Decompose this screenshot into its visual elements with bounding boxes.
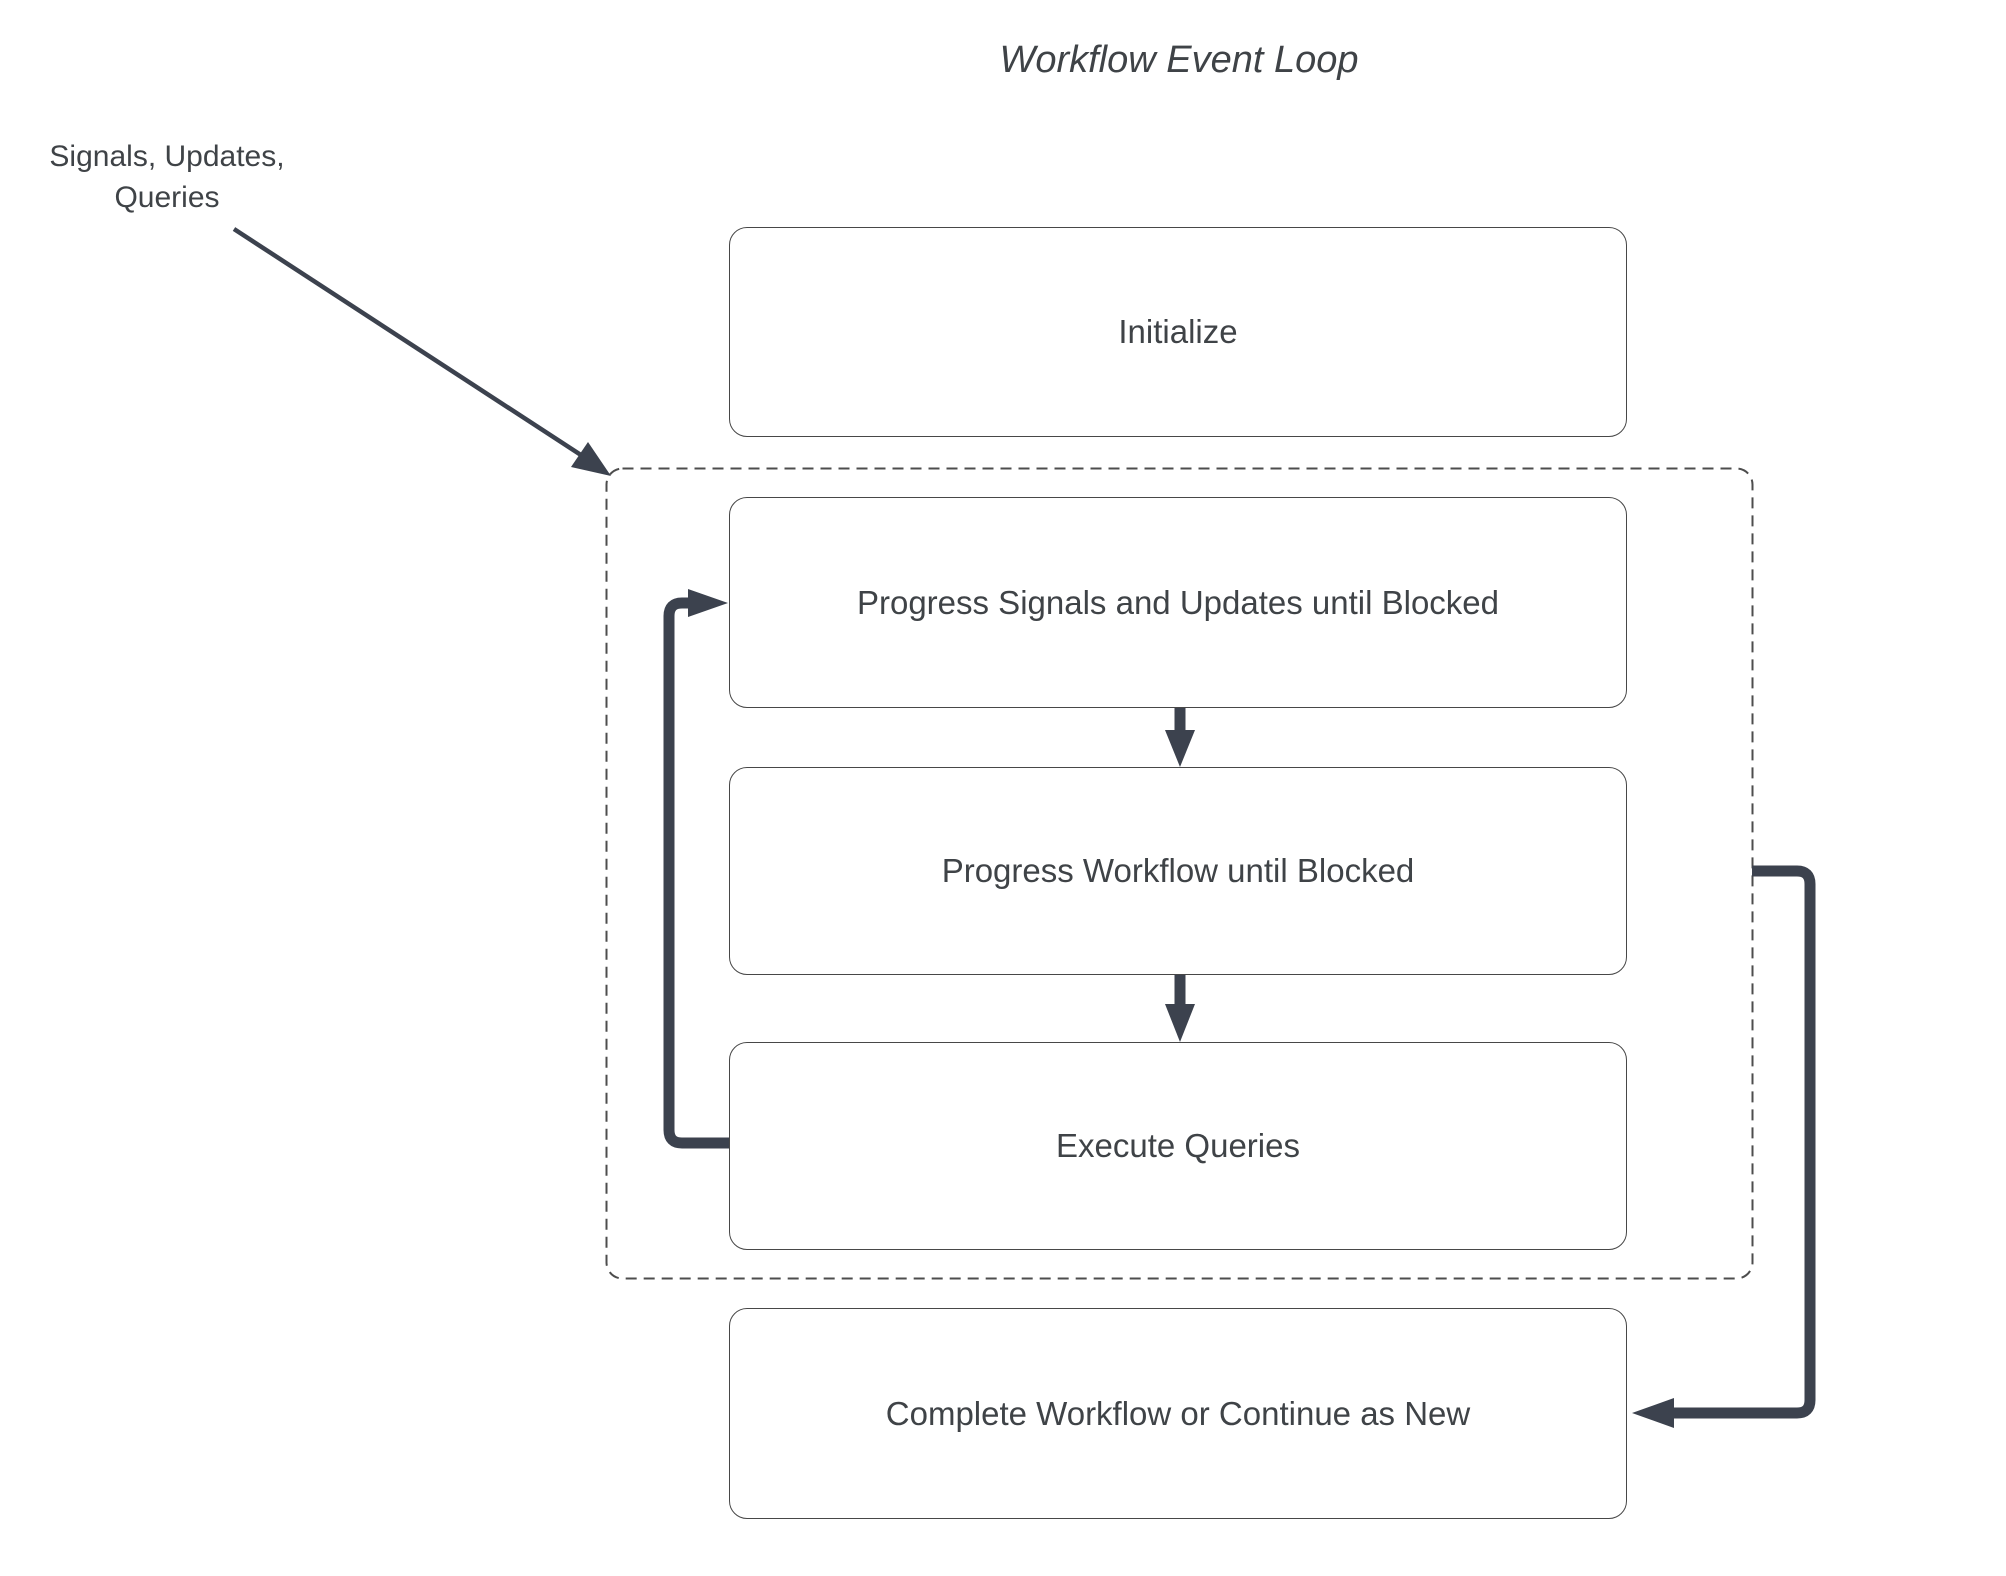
down-arrow-1-head bbox=[1165, 730, 1195, 767]
continue-arrowhead bbox=[1632, 1398, 1674, 1428]
loop-back-arrow bbox=[663, 589, 730, 1149]
continue-arrow bbox=[1632, 865, 1816, 1428]
down-arrow-2 bbox=[1165, 975, 1195, 1042]
node-initialize-label: Initialize bbox=[1118, 313, 1238, 350]
node-progress-workflow: Progress Workflow until Blocked bbox=[729, 767, 1627, 975]
signals-input-arrow bbox=[232, 227, 611, 476]
continue-arrow-shaft bbox=[1674, 865, 1816, 1419]
external-input-label-line1: Signals, Updates, bbox=[49, 140, 285, 173]
node-execute-queries-label: Execute Queries bbox=[1056, 1127, 1300, 1164]
node-progress-workflow-label: Progress Workflow until Blocked bbox=[941, 852, 1415, 889]
signals-input-arrowhead bbox=[571, 442, 611, 476]
node-initialize: Initialize bbox=[729, 227, 1627, 437]
down-arrow-1 bbox=[1165, 708, 1195, 767]
down-arrow-2-head bbox=[1165, 1004, 1195, 1042]
external-input-label-line2: Queries bbox=[114, 181, 220, 215]
loop-back-arrow-shaft bbox=[663, 597, 730, 1149]
signals-input-arrow-shaft bbox=[232, 227, 586, 459]
node-complete-workflow-label: Complete Workflow or Continue as New bbox=[885, 1394, 1471, 1432]
node-execute-queries: Execute Queries bbox=[729, 1042, 1627, 1250]
loop-back-arrowhead bbox=[688, 589, 728, 617]
external-input-label: Signals, Updates, Queries bbox=[17, 136, 317, 219]
node-progress-signals-and-updates: Progress Signals and Updates until Block… bbox=[729, 497, 1627, 708]
node-progress-signals-label: Progress Signals and Updates until Block… bbox=[856, 583, 1500, 621]
node-complete-workflow: Complete Workflow or Continue as New bbox=[729, 1308, 1627, 1519]
page-title: Workflow Event Loop bbox=[999, 39, 1359, 81]
